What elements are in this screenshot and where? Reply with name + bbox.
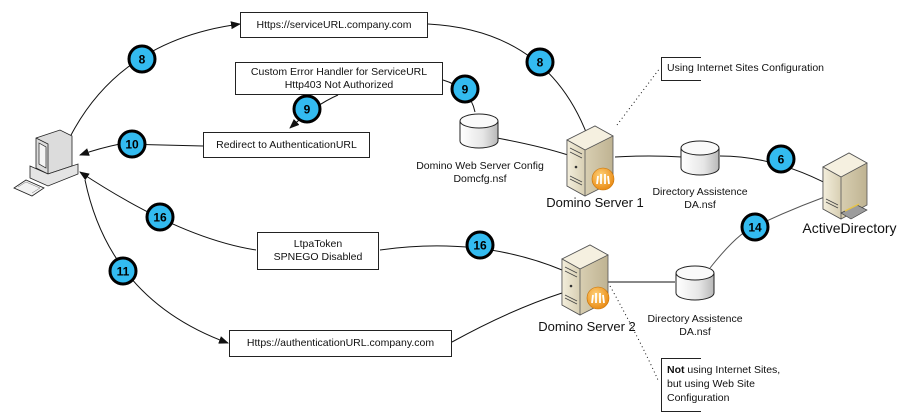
step-badge-number: 9 <box>304 103 311 117</box>
step-badge-number: 9 <box>462 83 469 97</box>
ltpa-token-box[interactable]: LtpaToken SPNEGO Disabled <box>257 232 379 270</box>
step-badge-number: 8 <box>537 56 544 70</box>
web-site-note-line2: but using Web Site <box>667 378 755 390</box>
not-emphasis: Not <box>667 364 685 376</box>
redirect-box[interactable]: Redirect to AuthenticationURL <box>203 132 370 158</box>
domino-server-2-label: Domino Server 2 <box>538 319 636 334</box>
custom-error-handler-box[interactable]: Custom Error Handler for ServiceURL Http… <box>235 62 443 95</box>
da1-label: Directory Assistence DA.nsf <box>640 186 760 212</box>
da2-label-line1: Directory Assistence <box>647 313 743 325</box>
da2-label: Directory Assistence DA.nsf <box>635 313 755 339</box>
step-badge-circle <box>740 212 770 242</box>
da1-label-line2: DA.nsf <box>684 199 716 211</box>
database-icon-da2[interactable] <box>675 265 715 301</box>
leader-web-site <box>609 285 659 381</box>
step-badge-number: 16 <box>153 211 167 225</box>
step-badges: 8 8 9 9 10 6 16 16 14 11 <box>108 44 796 286</box>
step-badge-16b: 16 <box>465 230 495 260</box>
step-badge-circle <box>525 47 555 77</box>
ltpa-line1: LtpaToken <box>293 238 343 250</box>
server-icon-domino2[interactable] <box>561 244 610 316</box>
step-badge-9a: 9 <box>292 94 322 124</box>
internet-sites-note: Using Internet Sites Configuration <box>661 57 824 81</box>
domcfg-label: Domino Web Server Config Domcfg.nsf <box>405 160 555 186</box>
step-badge-circle <box>108 256 138 286</box>
step-badge-circle <box>117 129 147 159</box>
step-badge-number: 10 <box>125 138 139 152</box>
da1-label-line1: Directory Assistence <box>652 186 748 198</box>
step-badge-number: 14 <box>748 221 762 235</box>
web-site-note-line1: using Internet Sites, <box>684 364 781 376</box>
active-directory-label: ActiveDirectory <box>802 220 897 236</box>
custom-error-line2: Http403 Not Authorized <box>284 79 394 91</box>
domino-server-1-label: Domino Server 1 <box>546 195 644 210</box>
step-badge-circle <box>465 230 495 260</box>
custom-error-line1: Custom Error Handler for ServiceURL <box>250 66 428 78</box>
connector-domcfg-server1 <box>496 137 569 156</box>
leader-internet-sites <box>616 67 661 126</box>
connector-authurl-server2 <box>451 292 563 343</box>
step-badge-number: 8 <box>139 53 146 67</box>
step-badge-6: 6 <box>766 144 796 174</box>
server-keyboard-icon-activedirectory[interactable] <box>822 152 868 220</box>
lotus-domino-icon <box>591 167 615 191</box>
database-icon-da1[interactable] <box>680 140 720 176</box>
server-icon-domino1[interactable] <box>566 125 615 197</box>
step-badge-circle <box>450 74 480 104</box>
step-badge-9b: 9 <box>450 74 480 104</box>
step-badge-circle <box>145 202 175 232</box>
service-url-text: Https://serviceURL.company.com <box>256 19 412 31</box>
step-badge-14: 14 <box>740 212 770 242</box>
domcfg-label-line1: Domino Web Server Config <box>416 160 544 172</box>
connector-serviceurl-server1 <box>427 23 587 133</box>
step-badge-8a: 8 <box>127 44 157 74</box>
step-badge-16a: 16 <box>145 202 175 232</box>
step-badge-circle <box>292 94 322 124</box>
connector-client-serviceurl <box>69 21 241 138</box>
auth-url-box[interactable]: Https://authenticationURL.company.com <box>229 330 452 357</box>
auth-url-text: Https://authenticationURL.company.com <box>246 337 435 349</box>
web-site-note-line3: Configuration <box>667 392 730 404</box>
step-badge-11: 11 <box>108 256 138 286</box>
web-site-config-note: Not using Internet Sites, but using Web … <box>661 358 780 412</box>
step-badge-number: 16 <box>473 239 487 253</box>
lotus-domino-icon <box>586 286 610 310</box>
service-url-box[interactable]: Https://serviceURL.company.com <box>240 12 428 38</box>
desktop-computer-icon[interactable] <box>13 129 79 197</box>
ltpa-line2: SPNEGO Disabled <box>273 251 363 263</box>
step-badge-8b: 8 <box>525 47 555 77</box>
step-badge-number: 11 <box>117 265 130 279</box>
connector-ltpa-client <box>79 171 257 251</box>
domcfg-label-line2: Domcfg.nsf <box>453 173 507 185</box>
step-badge-number: 6 <box>778 153 785 167</box>
internet-sites-note-text: Using Internet Sites Configuration <box>667 62 825 74</box>
redirect-text: Redirect to AuthenticationURL <box>216 139 357 151</box>
step-badge-circle <box>127 44 157 74</box>
connector-server1-da1 <box>614 155 683 158</box>
da2-label-line2: DA.nsf <box>679 326 711 338</box>
database-icon-domcfg[interactable] <box>459 113 499 149</box>
step-badge-10: 10 <box>117 129 147 159</box>
step-badge-circle <box>766 144 796 174</box>
